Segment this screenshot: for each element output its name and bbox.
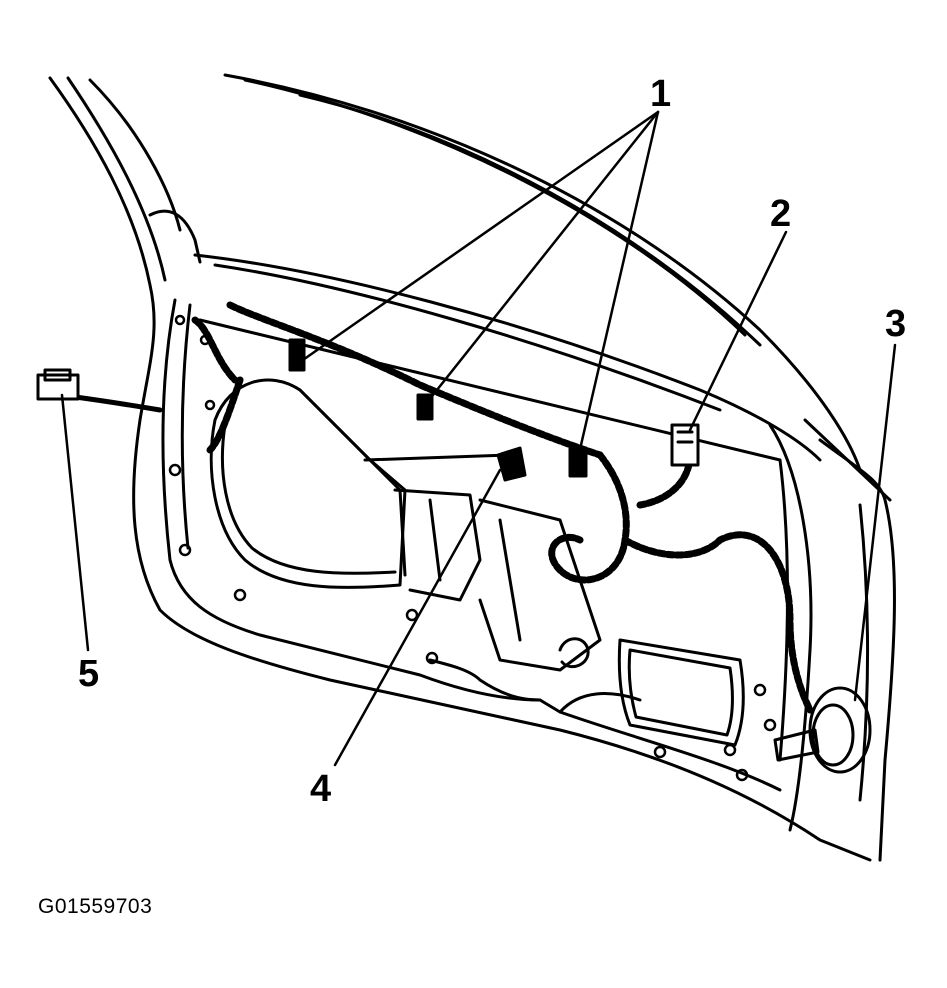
callout-5: 5 (78, 653, 100, 695)
access-opening (209, 378, 407, 589)
wiring-harness (57, 301, 814, 714)
inner-door-panel (161, 298, 789, 792)
callout-leader-lines (60, 110, 897, 767)
callout-1: 1 (650, 73, 672, 115)
mounting-holes (168, 314, 777, 782)
harness-connector-2 (670, 423, 700, 467)
callout-4: 4 (310, 768, 332, 810)
lower-access-cutout (617, 638, 745, 747)
door-frame-outline (48, 73, 896, 862)
door-grommet-3 (773, 686, 872, 774)
window-regulator (298, 388, 602, 672)
harness-clips (288, 338, 588, 482)
callout-2: 2 (770, 193, 792, 235)
figure-id: G01559703 (38, 895, 153, 918)
callout-3: 3 (885, 303, 907, 345)
harness-connector-5 (36, 368, 80, 401)
